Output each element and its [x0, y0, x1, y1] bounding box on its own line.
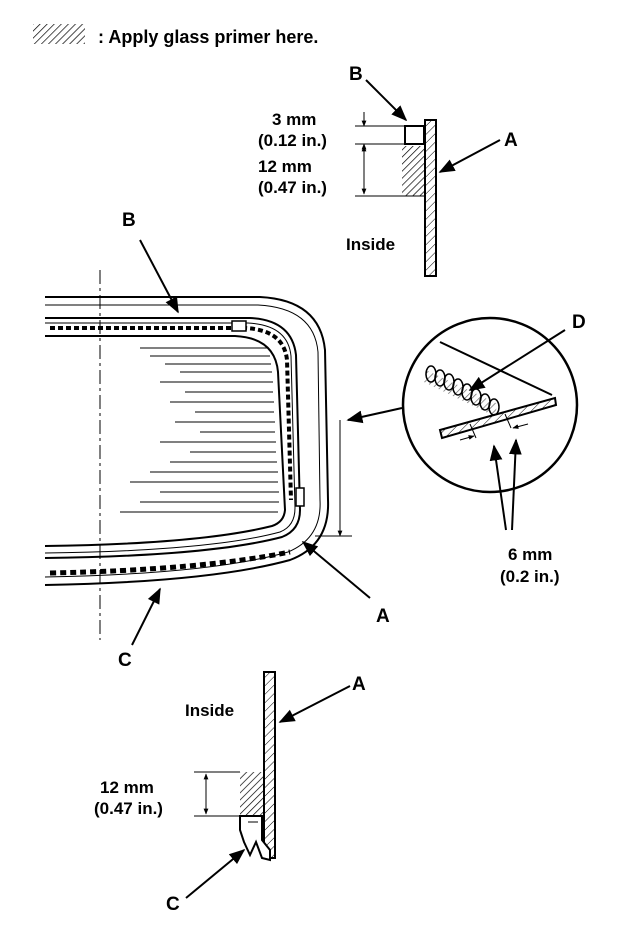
bottom-dim-in: (0.47 in.) — [94, 799, 163, 818]
bottom-section-detail: A Inside 12 mm (0.47 in.) C — [94, 671, 366, 915]
bottom-dim-mm: 12 mm — [100, 778, 154, 797]
inner-boundary — [44, 335, 287, 547]
legend-text: : Apply glass primer here. — [98, 27, 318, 47]
zoom-glass — [438, 396, 558, 440]
bottom-inside-label: Inside — [185, 701, 234, 720]
top-dim2-in: (0.47 in.) — [258, 178, 327, 197]
primer-area — [402, 146, 426, 196]
main-windshield-view: B A C — [44, 210, 390, 671]
top-label-a: A — [504, 130, 518, 151]
molding-c — [239, 815, 271, 862]
zoom-dim-in: (0.2 in.) — [500, 567, 560, 586]
spacer-b — [404, 125, 425, 145]
top-dim1-in: (0.12 in.) — [258, 131, 327, 150]
zoom-label-d: D — [572, 312, 586, 333]
top-dim1-mm: 3 mm — [272, 110, 316, 129]
zoom-detail: D 6 mm (0.2 in.) — [346, 312, 586, 586]
bottom-glass-pane — [263, 671, 276, 859]
bottom-label-c: C — [166, 894, 180, 915]
main-label-b: B — [122, 210, 136, 231]
adhesive-dash-top — [50, 326, 293, 501]
top-dim2-mm: 12 mm — [258, 157, 312, 176]
glass-pane — [424, 119, 437, 277]
legend: : Apply glass primer here. — [33, 24, 318, 47]
bottom-primer-area — [240, 772, 265, 816]
zoom-dim-mm: 6 mm — [508, 545, 552, 564]
bottom-label-a: A — [352, 674, 366, 695]
top-inside-label: Inside — [346, 235, 395, 254]
adhesive-bead — [424, 365, 500, 416]
main-label-a: A — [376, 606, 390, 627]
glass-shading — [120, 347, 279, 513]
spacer-block-top — [231, 320, 247, 332]
main-label-c: C — [118, 650, 132, 671]
hatch-swatch-icon — [33, 24, 85, 44]
top-label-b: B — [349, 64, 363, 85]
spacer-block-side — [295, 487, 305, 507]
glass-edge — [44, 317, 302, 559]
top-section-detail: B A 3 mm (0.12 in.) 12 mm (0.47 in.) Ins… — [258, 64, 518, 277]
adhesive-dash-bottom — [49, 549, 291, 576]
